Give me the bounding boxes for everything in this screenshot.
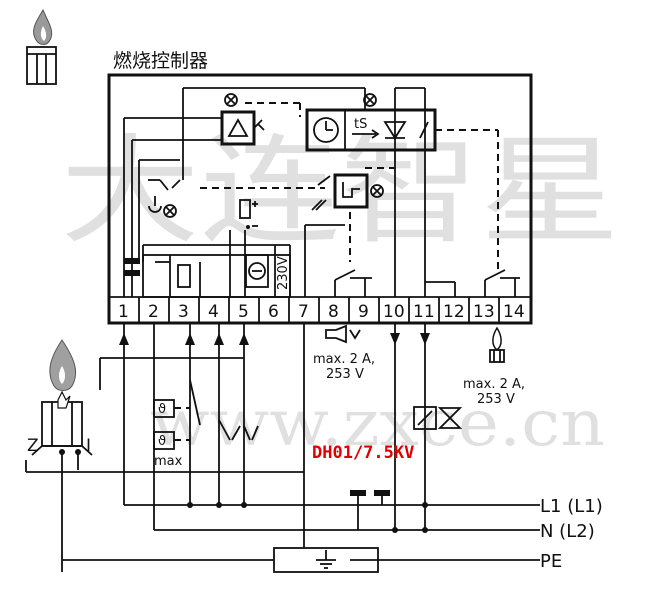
thermostat-icon: ϑ ϑ [153, 379, 259, 450]
watermark-top: 大连智星 [60, 122, 620, 260]
thermostat-max-label: max [154, 454, 183, 469]
voltage-label: 230V [276, 256, 291, 290]
terminal-9-label: 9 [358, 302, 369, 322]
terminal-13-label: 13 [473, 302, 495, 322]
ignition-transformer-icon [350, 490, 390, 530]
timer-block [305, 108, 437, 152]
flame-icon [26, 8, 57, 85]
watermark-bottom: www.zxce.cn [150, 387, 605, 461]
control-links [200, 102, 499, 270]
terminal-6-label: 6 [268, 302, 279, 322]
terminal-5-label: 5 [238, 302, 249, 322]
terminal-strip [109, 296, 531, 323]
junction-dots [187, 502, 428, 533]
terminal-11-label: 11 [413, 302, 435, 322]
terminal-2-label: 2 [148, 302, 159, 322]
valve-rating-line1: max. 2 A, [463, 377, 525, 392]
probe-label-i: I [86, 436, 91, 456]
controller-title: 燃烧控制器 [113, 50, 208, 72]
alarm-rating-line2: 253 V [326, 367, 364, 382]
timer-label: tS [354, 117, 367, 132]
ground-bar [62, 547, 379, 573]
supply-n-label: N (L2) [540, 521, 595, 542]
external-wiring [99, 323, 540, 561]
terminal-8-label: 8 [328, 302, 339, 322]
model-label: DH01/7.5KV [312, 443, 414, 463]
terminal-10-label: 10 [383, 302, 405, 322]
lamp-icon [224, 93, 238, 107]
ignition-flame-icon [489, 326, 505, 363]
terminal-12-label: 12 [443, 302, 465, 322]
svg-text:ϑ: ϑ [158, 402, 166, 417]
terminal-arrows [119, 333, 430, 345]
alarm-rating-line1: max. 2 A, [313, 352, 375, 367]
supply-l1-label: L1 (L1) [540, 496, 603, 517]
motor-icon [245, 254, 269, 288]
terminal-14-label: 14 [503, 302, 525, 322]
controller-box [107, 73, 533, 325]
valve-rating-line2: 253 V [477, 392, 515, 407]
capacitor-icon [239, 199, 258, 229]
probe-label-z: Z [27, 436, 39, 456]
terminal-3-label: 3 [178, 302, 189, 322]
terminal-7-label: 7 [298, 302, 309, 322]
reset-button [148, 179, 181, 218]
svg-text:ϑ: ϑ [158, 434, 166, 449]
alarm-icon [325, 324, 361, 344]
lamp-icon [363, 93, 377, 107]
flame-amplifier [220, 110, 265, 146]
terminal-1-label: 1 [118, 302, 129, 322]
solenoid-valve-icon [413, 406, 463, 430]
flame-probe-icon [25, 339, 304, 572]
terminal-4-label: 4 [208, 302, 219, 322]
lockout-relay [311, 173, 384, 211]
supply-pe-label: PE [540, 551, 562, 572]
